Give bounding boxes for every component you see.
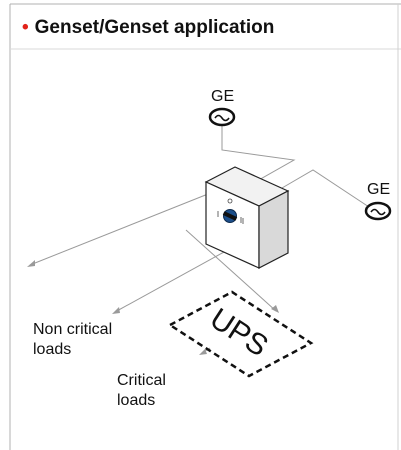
critical-loads-label-line-1: Critical	[117, 372, 166, 389]
arrow-non-critical	[112, 307, 120, 314]
wire-generator-1	[221, 126, 296, 191]
generator-1-label: GE	[211, 88, 235, 105]
non-critical-loads-label-line-1: Non critical	[33, 321, 113, 338]
wire-generator-2	[281, 169, 370, 208]
critical-loads-label-line-2: loads	[117, 392, 156, 409]
page-title: •Genset/Genset application	[22, 17, 274, 39]
title-text: Genset/Genset application	[34, 17, 275, 38]
ups-block: UPS	[167, 290, 314, 378]
arrow-critical	[199, 349, 207, 355]
ups-outline	[167, 290, 314, 378]
arrow-to-ups	[271, 305, 279, 313]
generator-1-icon	[208, 107, 236, 127]
transfer-switch-cabinet	[204, 166, 290, 269]
non-critical-loads-label-line-2: loads	[33, 341, 72, 358]
wiring	[29, 126, 370, 354]
generator-2-label: GE	[367, 181, 391, 198]
arrow-left-out	[27, 260, 35, 267]
wire-arrows	[27, 260, 279, 355]
wire-non-critical	[114, 251, 225, 313]
generator-2-icon	[364, 201, 392, 221]
wire-left-out	[29, 189, 219, 266]
wire-to-ups	[185, 229, 277, 312]
title-bullet: •	[22, 17, 29, 38]
selector-switch-icon	[217, 198, 244, 224]
